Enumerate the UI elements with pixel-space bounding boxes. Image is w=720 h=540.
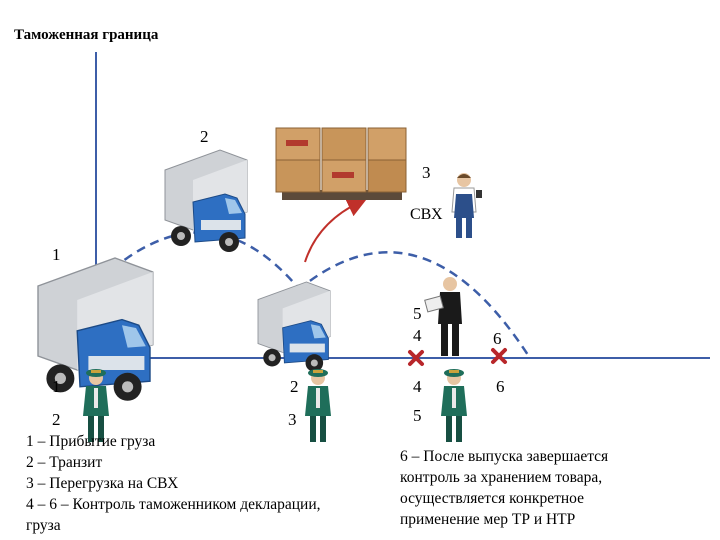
legend-item: 2 – Транзит <box>26 454 103 471</box>
reload-arrow <box>304 198 368 263</box>
label-6-top: 6 <box>493 329 502 348</box>
warehouse-worker-icon <box>451 173 482 238</box>
legend-item: контроль за хранением товара, <box>400 469 603 486</box>
dashed-arc-control <box>297 251 530 356</box>
legend-item: груза <box>26 517 61 534</box>
label-5-lower: 5 <box>413 406 422 425</box>
label-2-top: 2 <box>200 127 209 146</box>
label-3-lower: 3 <box>288 410 297 429</box>
label-5-top: 5 <box>413 304 422 323</box>
truck-control <box>257 281 331 373</box>
label-3-top: 3 <box>422 163 431 182</box>
truck-transit <box>164 149 248 253</box>
cargo-boxes-icon <box>275 127 407 200</box>
legend-item: 6 – После выпуска завершается <box>400 448 609 465</box>
diagram-title: Таможенная граница <box>14 27 159 43</box>
label-2-lower: 2 <box>52 410 61 429</box>
legend-item: 3 – Перегрузка на СВХ <box>26 475 179 492</box>
cross-mark-6 <box>491 348 507 364</box>
label-6-bottom: 6 <box>496 377 505 396</box>
inspector-icon <box>424 277 462 356</box>
label-4-top: 4 <box>413 326 422 345</box>
legend-right: 6 – После выпуска завершается контроль з… <box>400 446 700 530</box>
legend-item: 1 – Прибытие груза <box>26 433 156 450</box>
legend-item: осуществляется конкретное <box>400 490 584 507</box>
label-1-top: 1 <box>52 245 61 264</box>
legend-item: 4 – 6 – Контроль таможенником декларации… <box>26 496 321 513</box>
customs-officer-3 <box>441 369 467 442</box>
cross-mark-4 <box>408 350 424 366</box>
label-2-bottom: 2 <box>290 377 299 396</box>
label-4-bottom: 4 <box>413 377 422 396</box>
legend-left: 1 – Прибытие груза 2 – Транзит 3 – Перег… <box>26 431 396 536</box>
legend-item: применение мер ТР и НТР <box>400 511 576 528</box>
label-svh: СВХ <box>410 206 443 223</box>
label-1-bottom: 1 <box>52 377 61 396</box>
